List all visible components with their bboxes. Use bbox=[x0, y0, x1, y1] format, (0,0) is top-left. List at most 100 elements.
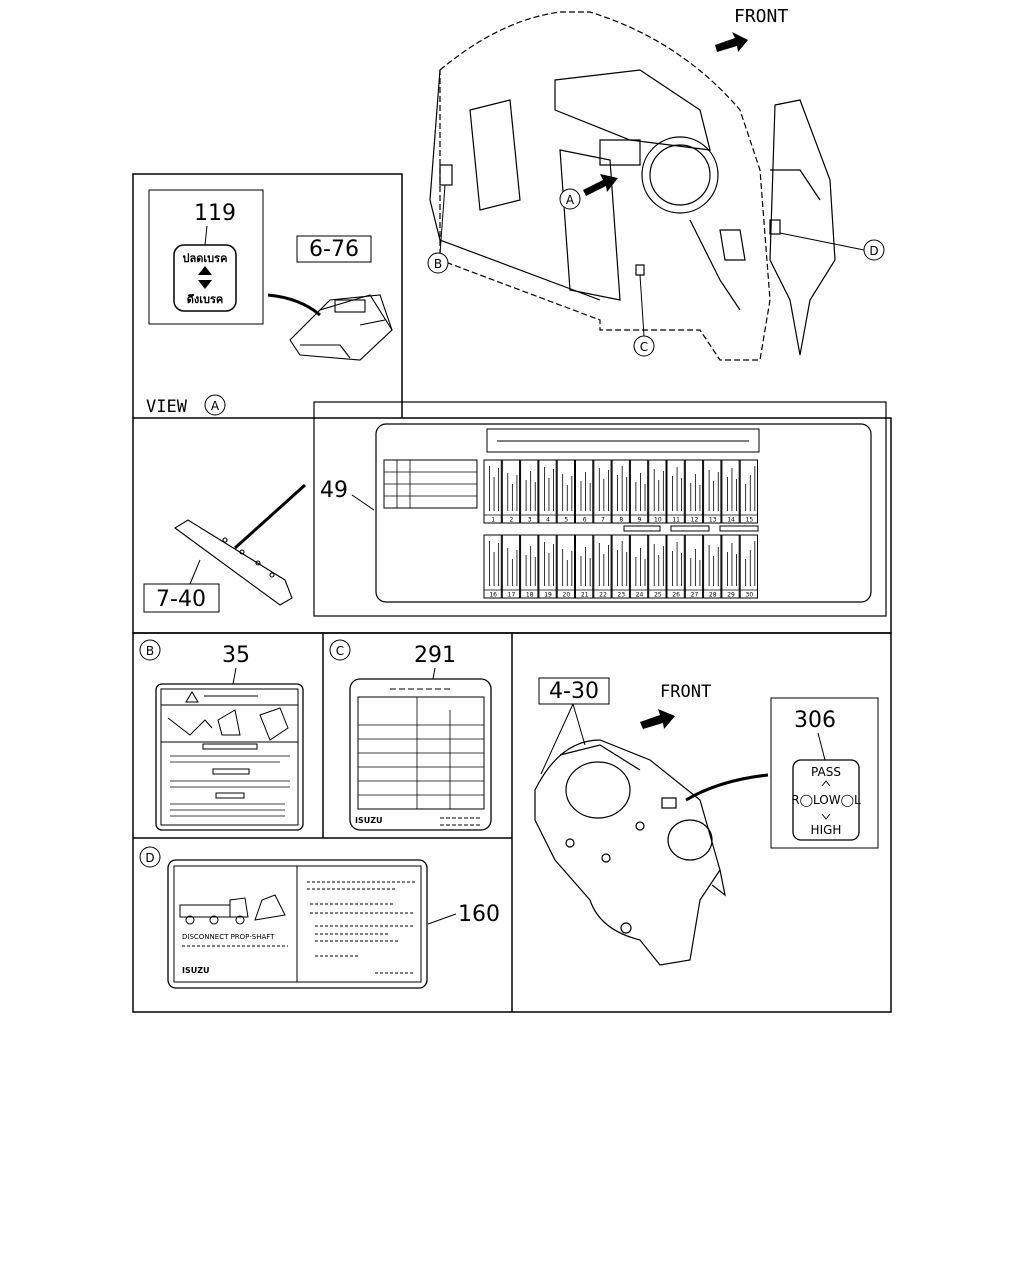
fuse-number: 18 bbox=[526, 592, 534, 599]
svg-text:B: B bbox=[146, 644, 154, 658]
brake-console-drawing bbox=[289, 294, 393, 361]
svg-text:C: C bbox=[336, 644, 344, 658]
fuse-slot bbox=[721, 459, 740, 524]
panel-119: 119 ปลดเบรค ดึงเบรค 6-76 bbox=[132, 173, 403, 418]
fuse-slot bbox=[703, 459, 722, 524]
fuse-slot bbox=[501, 534, 521, 599]
fuse-slot bbox=[556, 534, 576, 599]
fuse-slot bbox=[666, 459, 685, 524]
fuse-number: 13 bbox=[709, 517, 717, 524]
fuse-box-cover-drawing bbox=[174, 519, 293, 606]
fuse-number: 1 bbox=[491, 517, 495, 524]
fuse-slot bbox=[666, 534, 685, 599]
fuse-number: 6 bbox=[583, 517, 587, 524]
fuse-number: 30 bbox=[746, 592, 754, 599]
callout-a: A bbox=[559, 188, 581, 210]
fuse-number: 8 bbox=[619, 517, 623, 524]
label-high: HIGH bbox=[811, 823, 842, 837]
fuse-number: 16 bbox=[489, 592, 497, 599]
fuse-number: 10 bbox=[654, 517, 662, 524]
fuse-number: 15 bbox=[746, 517, 754, 524]
ref-6-76: 6-76 bbox=[309, 237, 359, 262]
fuse-slot bbox=[593, 534, 612, 599]
callout-b: B bbox=[427, 184, 449, 274]
fuse-number: 22 bbox=[599, 592, 607, 599]
label-release-brake: ปลดเบรค bbox=[183, 252, 228, 265]
label-low: R◯LOW◯L bbox=[791, 793, 861, 807]
part-35: 35 bbox=[222, 643, 250, 668]
front-arrow-top bbox=[715, 32, 748, 52]
fuse-slot bbox=[556, 459, 576, 524]
fuse-number: 2 bbox=[510, 517, 514, 524]
fuse-slot bbox=[538, 534, 557, 599]
fuse-number: 12 bbox=[691, 517, 699, 524]
fuse-number: 5 bbox=[564, 517, 568, 524]
callout-c: C bbox=[633, 274, 655, 357]
part-119: 119 bbox=[194, 201, 236, 226]
brand-isuzu-c: ISUZU bbox=[355, 816, 383, 825]
fuse-number: 26 bbox=[672, 592, 680, 599]
ref-7-40: 7-40 bbox=[156, 587, 206, 612]
label-pull-brake: ดึงเบรค bbox=[187, 293, 224, 306]
svg-text:A: A bbox=[211, 399, 220, 413]
fuse-slot bbox=[538, 459, 557, 524]
fuse-slot bbox=[593, 459, 612, 524]
brand-isuzu-d: ISUZU bbox=[182, 966, 210, 975]
fuse-number: 11 bbox=[672, 517, 680, 524]
fuse-slot bbox=[483, 534, 502, 599]
fuse-slot bbox=[629, 534, 649, 599]
fuse-slot bbox=[520, 534, 539, 599]
fuse-slot bbox=[575, 534, 594, 599]
part-49: 49 bbox=[320, 478, 348, 503]
fuse-slot bbox=[739, 534, 759, 599]
front-arrow-lever bbox=[640, 709, 675, 729]
panel-lever: 4-30 FRONT 306 PASS R◯LOW◯L HIGH bbox=[534, 677, 879, 966]
lever-housing-drawing bbox=[534, 739, 726, 966]
label-pass: PASS bbox=[811, 765, 841, 779]
fuse-slot bbox=[611, 534, 630, 599]
ref-4-30: 4-30 bbox=[549, 679, 599, 704]
fuse-slot bbox=[520, 459, 539, 524]
part-306: 306 bbox=[794, 708, 836, 733]
fuse-number: 17 bbox=[508, 592, 516, 599]
lower-frame bbox=[132, 632, 892, 1013]
fuse-number: 14 bbox=[727, 517, 735, 524]
fuse-number: 7 bbox=[601, 517, 605, 524]
fuse-number: 19 bbox=[544, 592, 552, 599]
svg-text:B: B bbox=[434, 257, 442, 271]
fuse-number: 25 bbox=[654, 592, 662, 599]
fuse-slot bbox=[684, 534, 704, 599]
fuse-slot bbox=[648, 534, 667, 599]
svg-text:D: D bbox=[145, 851, 154, 865]
part-160: 160 bbox=[458, 902, 500, 927]
fuse-number: 4 bbox=[546, 517, 550, 524]
disconnect-caption: DISCONNECT PROP-SHAFT bbox=[182, 933, 275, 941]
view-a-arrow bbox=[583, 174, 618, 196]
callout-d: D bbox=[779, 232, 885, 261]
view-a-title: VIEW bbox=[146, 397, 188, 417]
fuse-number: 20 bbox=[563, 592, 571, 599]
part-291: 291 bbox=[414, 643, 456, 668]
fuse-slot bbox=[611, 459, 630, 524]
fuse-slot bbox=[629, 459, 649, 524]
fuse-slot bbox=[684, 459, 704, 524]
svg-text:D: D bbox=[869, 244, 878, 258]
tow-truck-icon bbox=[179, 894, 286, 925]
fuse-number: 24 bbox=[636, 592, 644, 599]
front-label-top: FRONT bbox=[734, 6, 788, 27]
warning-icon bbox=[185, 691, 199, 703]
fuse-number: 27 bbox=[691, 592, 699, 599]
fuse-slot bbox=[575, 459, 594, 524]
fuse-number: 23 bbox=[617, 592, 625, 599]
fuse-slot bbox=[721, 534, 740, 599]
fuse-number: 3 bbox=[528, 517, 532, 524]
fuse-number: 28 bbox=[709, 592, 717, 599]
fuse-number: 21 bbox=[581, 592, 589, 599]
svg-text:A: A bbox=[566, 193, 575, 207]
panel-c: C 291 ISUZU bbox=[329, 639, 492, 831]
fuse-number: 9 bbox=[638, 517, 642, 524]
